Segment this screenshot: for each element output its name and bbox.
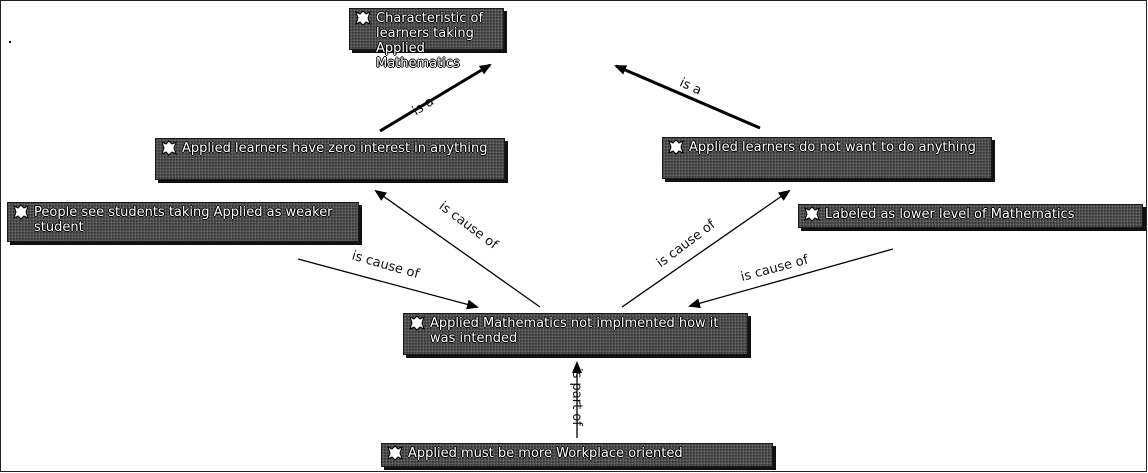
node-not-implemented[interactable]: Applied Mathematics not implmented how i… (403, 313, 748, 355)
concept-icon (13, 204, 29, 220)
node-characteristic[interactable]: Characteristic of learners taking Applie… (349, 8, 504, 71)
node-label: Applied learners do not want to do anyth… (689, 140, 976, 155)
concept-icon (804, 206, 820, 222)
link-line-is-a-left (379, 63, 492, 133)
link-line-cause-labeled (688, 248, 894, 309)
node-label: Characteristic of learners taking Applie… (376, 11, 484, 71)
node-not-want[interactable]: Applied learners do not want to do anyth… (662, 137, 992, 179)
concept-icon (387, 445, 403, 461)
concept-icon (161, 140, 177, 156)
concept-icon (409, 315, 425, 331)
link-line-cause-not-want (621, 189, 791, 308)
link-line-cause-people (297, 258, 479, 310)
node-people-see[interactable]: People see students taking Applied as we… (7, 202, 359, 242)
concept-icon (355, 10, 371, 26)
node-label: People see students taking Applied as we… (34, 205, 333, 235)
node-label: Applied Mathematics not implmented how i… (430, 316, 719, 346)
node-label: Applied learners have zero interest in a… (182, 141, 488, 156)
node-labeled-lower[interactable]: Labeled as lower level of Mathematics (798, 204, 1143, 228)
link-label-part-of: is part of (569, 368, 584, 426)
stray-dot (9, 41, 11, 43)
node-label: Labeled as lower level of Mathematics (825, 207, 1075, 222)
link-line-cause-zero (374, 189, 541, 308)
node-zero-interest[interactable]: Applied learners have zero interest in a… (155, 138, 505, 180)
node-workplace[interactable]: Applied must be more Workplace oriented (381, 443, 773, 467)
node-label: Applied must be more Workplace oriented (408, 446, 683, 461)
link-line-is-a-right (614, 64, 761, 130)
concept-icon (668, 139, 684, 155)
